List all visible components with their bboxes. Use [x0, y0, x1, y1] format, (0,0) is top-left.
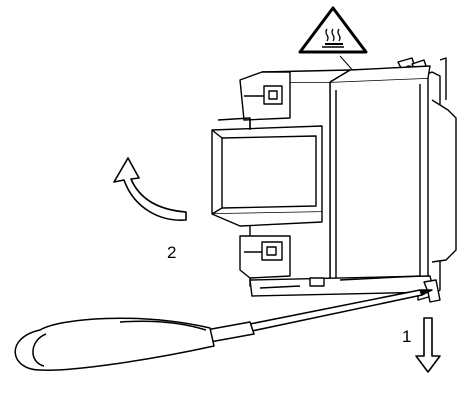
hot-surface-warning-icon — [298, 6, 368, 54]
screwdriver-icon — [14, 289, 433, 371]
din-rail-module — [211, 57, 457, 303]
rotate-arrow-icon — [113, 157, 187, 221]
step-1-label: 1 — [402, 327, 411, 346]
step-2-label: 2 — [167, 243, 176, 262]
push-down-arrow-icon — [415, 317, 441, 373]
